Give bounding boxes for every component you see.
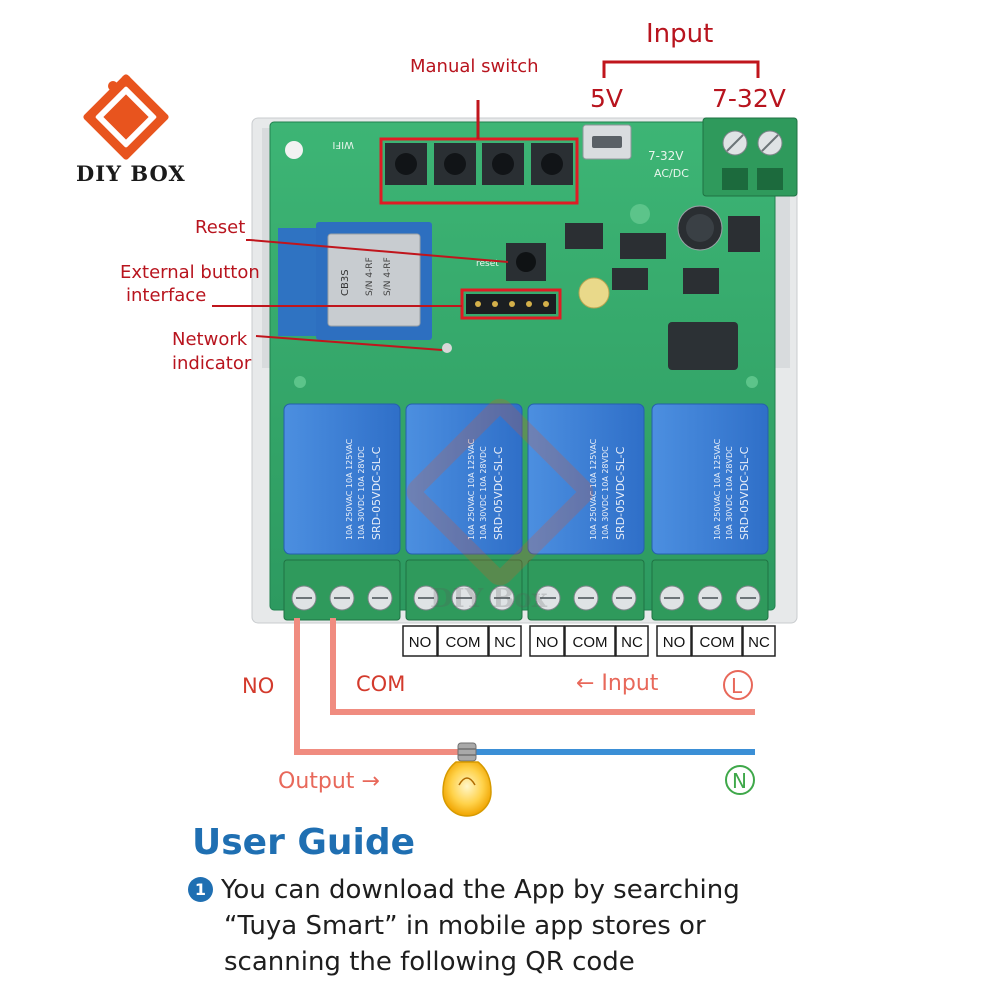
terminal-label: COM [700, 634, 735, 651]
terminal-label: NC [748, 634, 770, 651]
relay-2-rating-2: 10A 30VDC 10A 28VDC [479, 446, 488, 540]
manual-switch-label: Manual switch [410, 56, 539, 77]
reset-callout: Reset [195, 217, 509, 263]
input-bracket: Input 5V 7-32V [590, 19, 786, 113]
terminal-label: COM [446, 634, 481, 651]
module-label: CB3S [340, 269, 351, 296]
wiring: NO COM ← Input Output → L N [242, 618, 755, 795]
network-label-1: Network [172, 329, 248, 350]
manual-switches [385, 143, 573, 185]
reset-button: reset [476, 243, 546, 281]
terminal-label-box [402, 625, 438, 657]
external-button-callout: External button interface [120, 262, 562, 320]
svg-text:N: N [732, 769, 747, 793]
relay-3-model: SRD-05VDC-SL-C [614, 446, 627, 540]
misc-components [442, 204, 760, 370]
external-pin-header [466, 294, 556, 314]
relay-terminals [283, 559, 769, 621]
output-wire-label: Output → [278, 769, 380, 794]
dc-input-terminal [702, 117, 798, 197]
relay-1-model: SRD-05VDC-SL-C [370, 446, 383, 540]
watermark-text: DIY Box [430, 584, 548, 614]
user-guide-line-3: scanning the following QR code [224, 947, 635, 977]
live-wire [330, 618, 755, 715]
terminal-label: NO [409, 634, 432, 651]
manual-switch-callout: Manual switch [379, 56, 579, 205]
neutral-symbol: N [725, 765, 755, 795]
user-guide-line-2: “Tuya Smart” in mobile app stores or [224, 911, 706, 941]
light-bulb-icon [442, 742, 492, 817]
output-wire [294, 618, 466, 755]
input-heading: Input [646, 19, 713, 49]
terminal-label-box [691, 625, 743, 657]
external-button-label-2: interface [126, 285, 206, 306]
terminal-label-box [742, 625, 776, 657]
relay-4-rating-1: 10A 250VAC 10A 125VAC [713, 438, 722, 540]
relay-2-model: SRD-05VDC-SL-C [492, 446, 505, 540]
usb-connector [582, 124, 632, 160]
terminal-label-box [488, 625, 522, 657]
terminal-label: NC [621, 634, 643, 651]
com-wire-label: COM [356, 672, 405, 696]
relay-1-rating-1: 10A 250VAC 10A 125VAC [345, 438, 354, 540]
watermark: DIY Box [406, 398, 594, 614]
module-serial-2: S/N 4-RF [383, 257, 393, 296]
input-wire-label: ← Input [576, 671, 659, 696]
network-label-2: indicator [172, 353, 252, 374]
module-serial-1: S/N 4-RF [365, 257, 375, 296]
reset-silkscreen: reset [476, 259, 499, 269]
input-range-label: 7-32V [712, 84, 786, 113]
relay-4-model: SRD-05VDC-SL-C [738, 446, 751, 540]
terminal-label-box [615, 625, 649, 657]
relay-3-rating-2: 10A 30VDC 10A 28VDC [601, 446, 610, 540]
wifi-silkscreen: WIFI [332, 139, 354, 150]
terminal-label-box [437, 625, 489, 657]
acdc-silkscreen: AC/DC [654, 167, 689, 180]
terminal-label-box [656, 625, 692, 657]
relay-3-rating-1: 10A 250VAC 10A 125VAC [589, 438, 598, 540]
reset-label: Reset [195, 217, 245, 238]
terminal-label-box [564, 625, 616, 657]
terminal-label: COM [573, 634, 608, 651]
relay-3: SRD-05VDC-SL-C 10A 250VAC 10A 125VAC 10A… [527, 403, 645, 555]
relay-1-rating-2: 10A 30VDC 10A 28VDC [357, 446, 366, 540]
relay-4: SRD-05VDC-SL-C 10A 250VAC 10A 125VAC 10A… [651, 403, 769, 555]
terminal-label: NO [663, 634, 686, 651]
input-5v-label: 5V [590, 84, 623, 113]
no-wire-label: NO [242, 674, 274, 698]
terminal-label-box [529, 625, 565, 657]
relays: SRD-05VDC-SL-C 10A 250VAC 10A 125VAC 10A… [283, 403, 769, 555]
line-symbol: L [723, 670, 753, 700]
brand-name: DIY BOX [76, 161, 186, 186]
terminal-label: NC [494, 634, 516, 651]
relay-2-rating-1: 10A 250VAC 10A 125VAC [467, 438, 476, 540]
wifi-module: CB3S S/N 4-RF S/N 4-RF [278, 222, 432, 340]
terminal-labels: NO COM NC NO COM NC NO COM NC [402, 625, 776, 657]
terminal-label: NO [536, 634, 559, 651]
brand-logo: DIY BOX [76, 74, 186, 186]
relay-1: SRD-05VDC-SL-C 10A 250VAC 10A 125VAC 10A… [283, 403, 401, 555]
user-guide-title: User Guide [192, 822, 416, 863]
relay-2: SRD-05VDC-SL-C 10A 250VAC 10A 125VAC 10A… [405, 403, 523, 555]
step-number-badge: 1 [188, 877, 213, 902]
external-button-label-1: External button [120, 262, 260, 283]
network-indicator-callout: Network indicator [172, 329, 443, 374]
svg-text:L: L [731, 674, 743, 698]
relay-4-rating-2: 10A 30VDC 10A 28VDC [725, 446, 734, 540]
voltage-silkscreen: 7-32V [648, 149, 684, 163]
